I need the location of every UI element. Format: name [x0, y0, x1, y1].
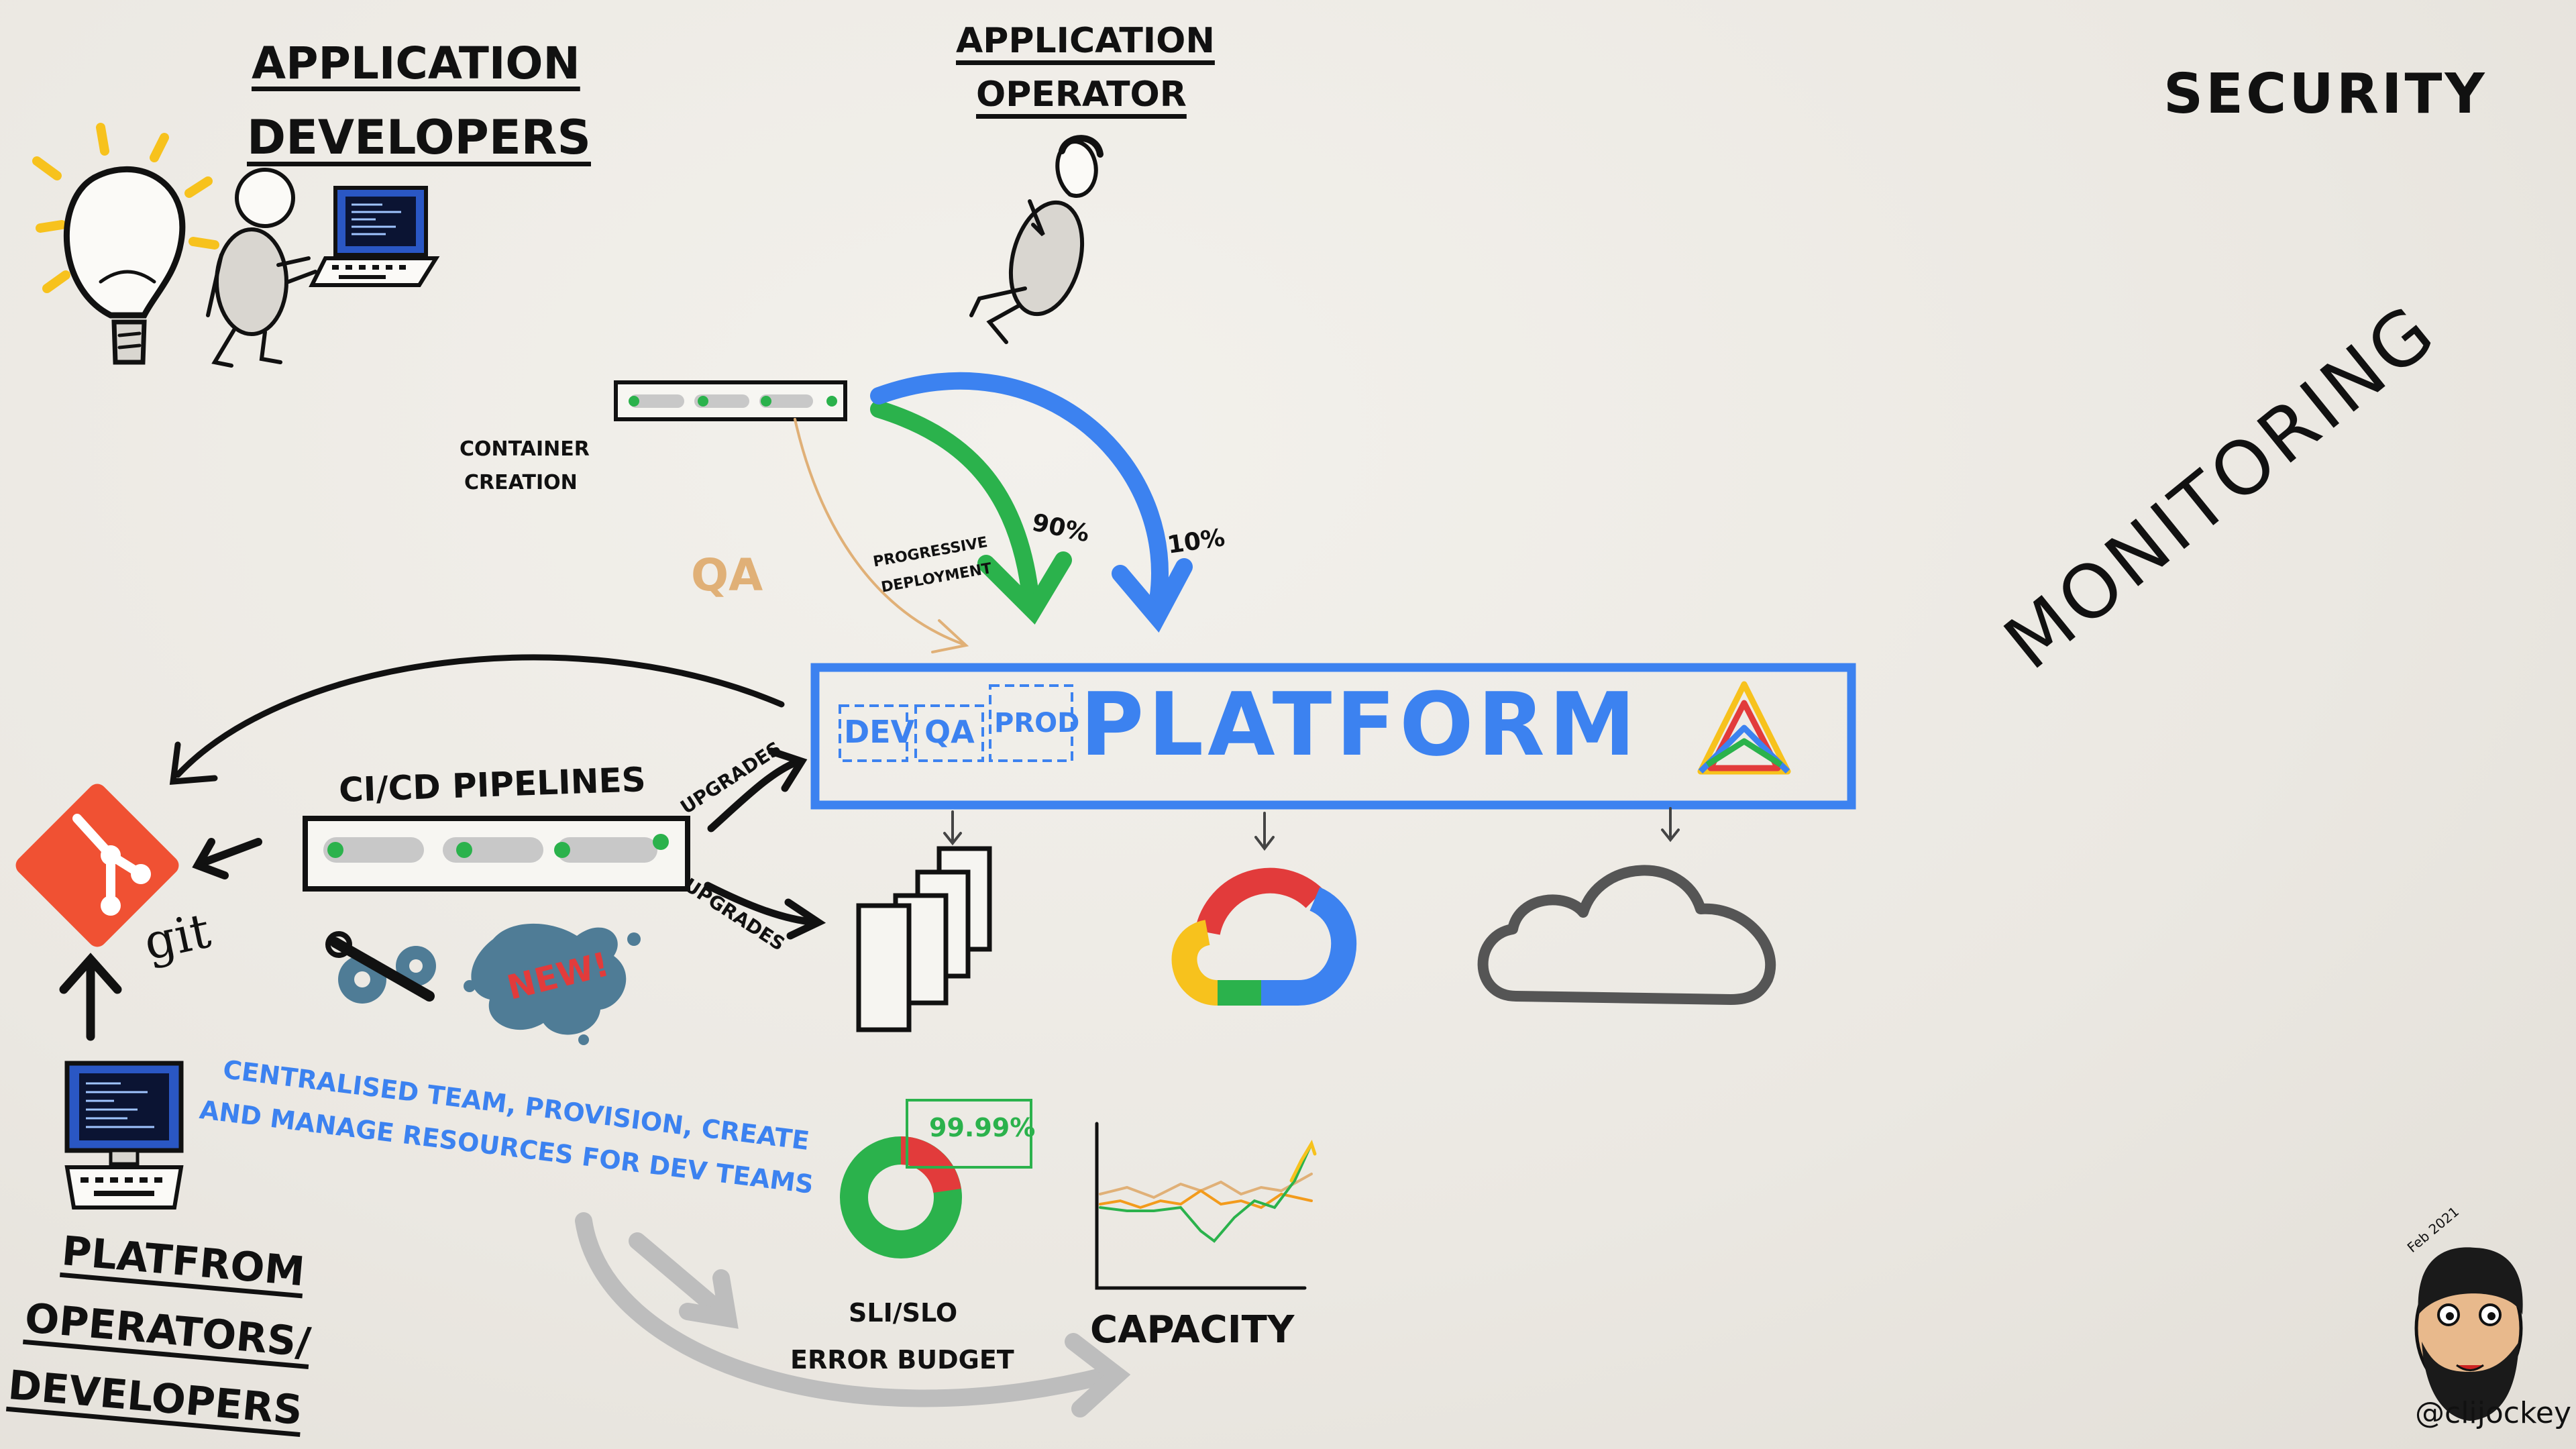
- blue-deploy-arrow: [870, 372, 1193, 633]
- grey-flow-arrows: [575, 1212, 1131, 1417]
- container-creation-label-1: CONTAINER: [460, 437, 590, 461]
- platform-down-arrows: [943, 807, 1680, 851]
- app-developers-label-1: APPLICATION: [252, 38, 580, 89]
- qa-label: QA: [691, 549, 763, 601]
- progressive-deployment-arrow: [794, 418, 969, 653]
- slo-label-2: ERROR BUDGET: [790, 1345, 1014, 1375]
- cicd-rack: [303, 816, 690, 892]
- cicd-label: CI/CD PIPELINES: [338, 760, 647, 810]
- security-label: SECURITY: [2163, 62, 2487, 126]
- container-creation-label-2: CREATION: [464, 471, 578, 494]
- feedback-arrow: [169, 654, 785, 785]
- computer-to-git-arrow: [59, 953, 122, 1041]
- platform-title: PLATFORM: [1080, 674, 1640, 775]
- lightbulb-icon: [32, 123, 219, 365]
- gears-wrench-icon: [325, 931, 436, 1004]
- generic-cloud-icon: [1477, 865, 1776, 1005]
- env-prod-label: PROD: [994, 708, 1080, 739]
- capacity-label: CAPACITY: [1090, 1308, 1295, 1352]
- git-logo-icon: [15, 784, 179, 947]
- capacity-chart: [1095, 1122, 1317, 1290]
- slo-value-label: 99.99%: [929, 1113, 1036, 1142]
- app-operator-label-2: OPERATOR: [976, 74, 1187, 115]
- env-dev-label: DEV: [844, 714, 915, 750]
- slo-label-1: SLI/SLO: [849, 1298, 958, 1328]
- google-cloud-icon: [1171, 867, 1357, 1006]
- container-rack: [614, 380, 847, 421]
- new-splash-icon: [464, 923, 641, 1045]
- app-operator-label-1: APPLICATION: [956, 21, 1215, 61]
- operator-figure: [969, 135, 1104, 344]
- slo-donut-chart: [840, 1099, 1032, 1258]
- author-avatar: [2414, 1247, 2523, 1421]
- desktop-computer-icon: [64, 1061, 184, 1210]
- servers-stack-icon: [856, 846, 992, 1032]
- author-handle-label: @clijockey: [2415, 1396, 2571, 1430]
- green-deploy-arrow: [870, 400, 1072, 625]
- rack-to-git-arrow: [192, 838, 262, 879]
- developer-figure: [206, 168, 317, 368]
- laptop-icon: [309, 186, 440, 287]
- git-label: git: [139, 902, 215, 971]
- anthos-logo-icon: [1697, 681, 1791, 775]
- env-qa-label: QA: [924, 714, 975, 750]
- upgrade-arrows: [704, 747, 826, 940]
- app-developers-label-2: DEVELOPERS: [247, 110, 591, 165]
- platform-box: [810, 663, 1856, 810]
